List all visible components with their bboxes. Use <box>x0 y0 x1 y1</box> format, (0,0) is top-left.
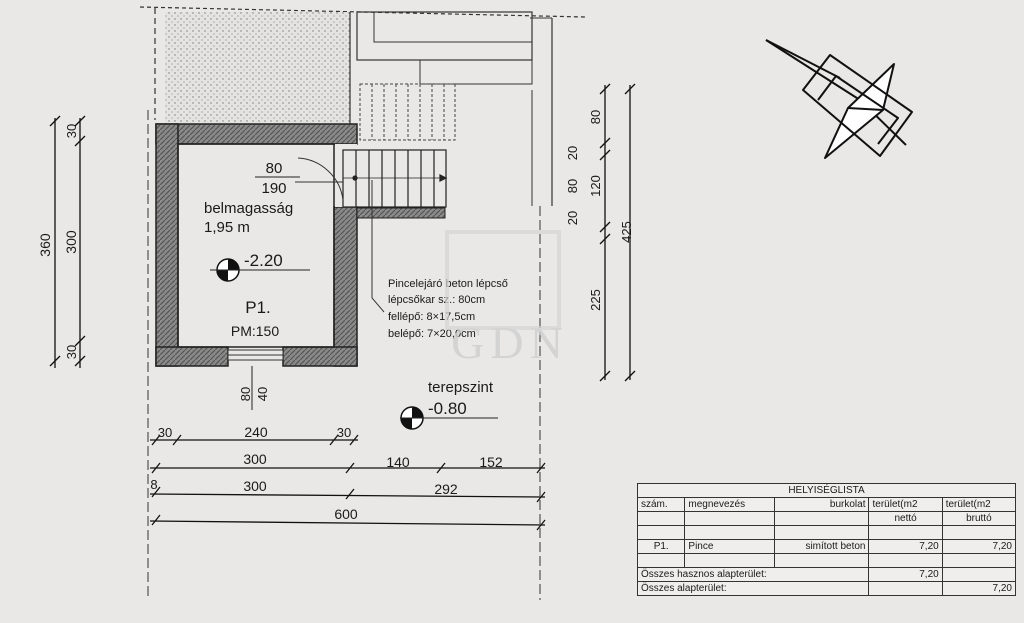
dim-300-first: 300 <box>243 451 267 467</box>
left-dimension-lines <box>49 115 86 368</box>
row-gross-area: 7,20 <box>941 539 1017 554</box>
stair-note-line3: fellépő: 8×17,5cm <box>388 311 475 323</box>
dim-20-right-lower: 20 <box>565 211 580 225</box>
door-height-label: 190 <box>261 180 286 197</box>
room-list-title: HELYISÉGLISTA <box>637 483 1016 498</box>
stair-note-line4: belépő: 7×20,0cm <box>388 328 476 340</box>
col-gross-subheader: bruttó <box>941 511 1017 526</box>
dim-300-second: 300 <box>243 478 267 494</box>
upper-stair-dashed <box>359 83 456 141</box>
room-pm: PM:150 <box>231 323 279 339</box>
dim-152: 152 <box>479 454 503 470</box>
dim-225-right: 225 <box>588 289 603 311</box>
row-net-area: 7,20 <box>868 539 943 554</box>
col-gross-area-header: terület(m2 <box>941 497 1017 512</box>
total-area-label: Összes alapterület: <box>636 581 870 596</box>
room-list-table: HELYISÉGLISTA szám. megnevezés burkolat … <box>636 483 1017 596</box>
stair-note-line2: lépcsőkar sz.: 80cm <box>388 294 485 306</box>
dim-80-vertical: 80 <box>238 387 253 401</box>
useful-area-label: Összes hasznos alapterület: <box>636 567 870 582</box>
ceiling-height-label: belmagasság <box>204 200 293 217</box>
dim-20-right-upper: 20 <box>565 146 580 160</box>
door-swing <box>295 157 344 201</box>
ceiling-height-value: 1,95 m <box>204 219 250 236</box>
basement-walls <box>155 123 358 367</box>
dim-425-right: 425 <box>619 221 634 243</box>
room-level: -2.20 <box>244 251 283 270</box>
col-name-header: megnevezés <box>684 497 776 512</box>
dim-8: 8 <box>150 477 157 492</box>
upper-building-outline <box>139 6 586 600</box>
north-arrow-icon <box>765 39 913 159</box>
dim-120-right: 120 <box>588 175 603 197</box>
right-dimension-lines <box>599 83 636 382</box>
dim-600: 600 <box>334 506 358 522</box>
bottom-dimension-lines <box>149 434 546 531</box>
dim-292: 292 <box>434 481 458 497</box>
door-width-label: 80 <box>266 160 283 177</box>
col-net-subheader: nettó <box>868 511 943 526</box>
col-net-area-header: terület(m2 <box>868 497 943 512</box>
dim-40-vertical: 40 <box>255 387 270 401</box>
basement-stair <box>342 149 448 219</box>
dim-80-right-inner: 80 <box>565 179 580 193</box>
dim-30-left: 30 <box>158 425 172 440</box>
terrain-label: terepszint <box>428 379 494 396</box>
dim-360: 360 <box>37 233 53 257</box>
row-name: Pince <box>684 539 776 554</box>
level-marker-terrain <box>400 406 498 430</box>
col-floor-header: burkolat <box>774 497 870 512</box>
row-number: P1. <box>636 539 686 554</box>
total-area-value: 7,20 <box>941 581 1017 596</box>
dim-30-right: 30 <box>337 425 351 440</box>
dim-80-right: 80 <box>588 110 603 124</box>
table-row: P1. Pince simított beton 7,20 7,20 <box>636 539 1017 554</box>
dim-30-top: 30 <box>64 124 79 138</box>
stair-note-leader <box>371 180 385 313</box>
terrain-level: -0.80 <box>428 399 467 418</box>
dim-300-vertical: 300 <box>63 230 79 254</box>
row-floor: simított beton <box>774 539 870 554</box>
room-name: P1. <box>245 298 271 317</box>
dim-240: 240 <box>244 424 268 440</box>
dim-30-bottom: 30 <box>64 345 79 359</box>
dim-140: 140 <box>386 454 410 470</box>
watermark: GDN <box>451 317 569 368</box>
level-marker-room <box>210 258 310 282</box>
useful-area-value: 7,20 <box>868 567 943 582</box>
col-number-header: szám. <box>636 497 686 512</box>
